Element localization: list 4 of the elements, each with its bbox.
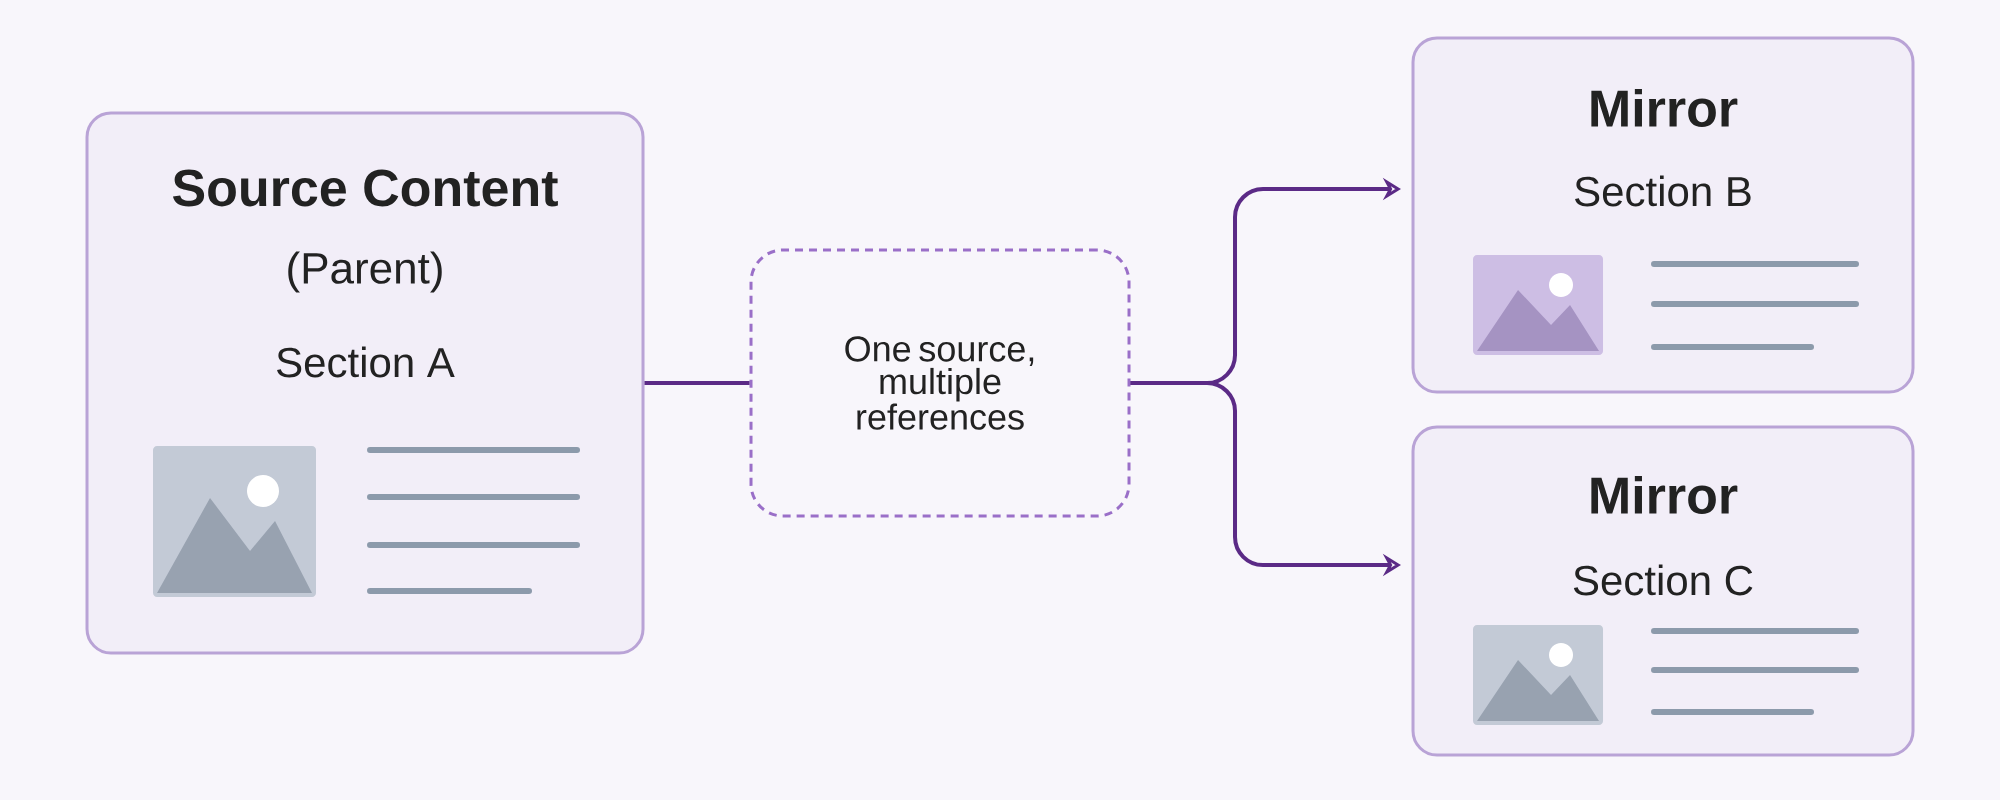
content-card: Mirror Section B <box>1411 36 1915 394</box>
note-box: One source, multiple references <box>749 248 1131 518</box>
content-card: Source Content (Parent) Section A <box>85 111 645 655</box>
content-card: Mirror Section C <box>1411 425 1915 757</box>
